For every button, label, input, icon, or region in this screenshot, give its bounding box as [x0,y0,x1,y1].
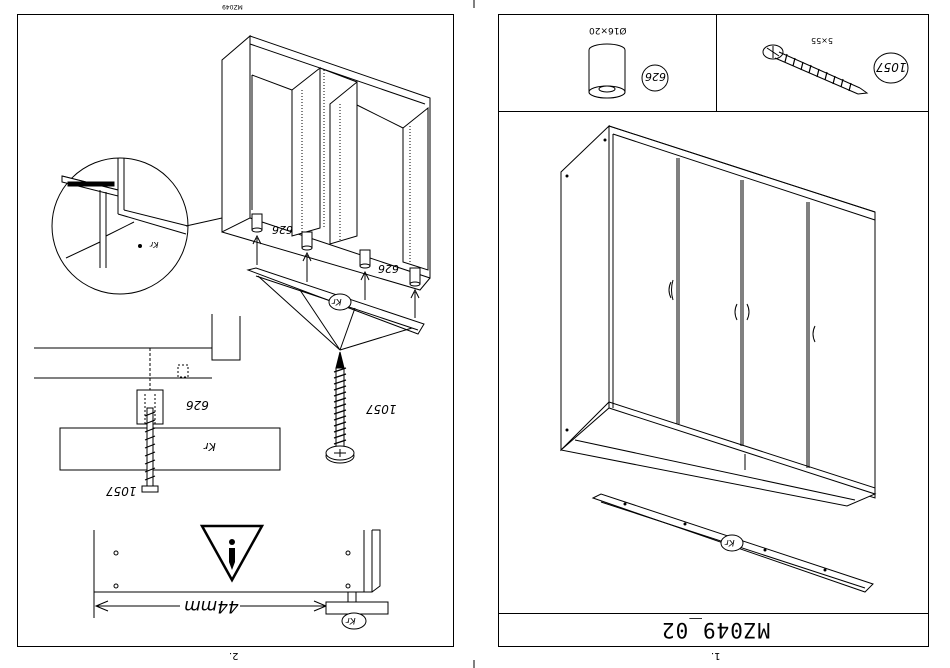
wardrobe-assembled-drawing [561,126,875,506]
right-page-drawing [475,0,950,668]
cap-626-drawing [589,44,625,98]
cap-part-code: 626 [645,70,666,83]
assembled-plinth-mark: Kr [725,537,735,547]
footer-code: MZ049_02 [661,618,770,642]
screw-part-code: 1057 [876,60,907,74]
screw-1057-drawing [763,45,867,94]
right-page: Ø16×20 626 5×55 1057 Kr MZ049_02 1. [475,0,950,668]
cap-part-spec: Ø16×20 [589,25,627,35]
screw-part-spec: 5×55 [811,36,833,45]
right-page-number: 1. [711,650,721,661]
